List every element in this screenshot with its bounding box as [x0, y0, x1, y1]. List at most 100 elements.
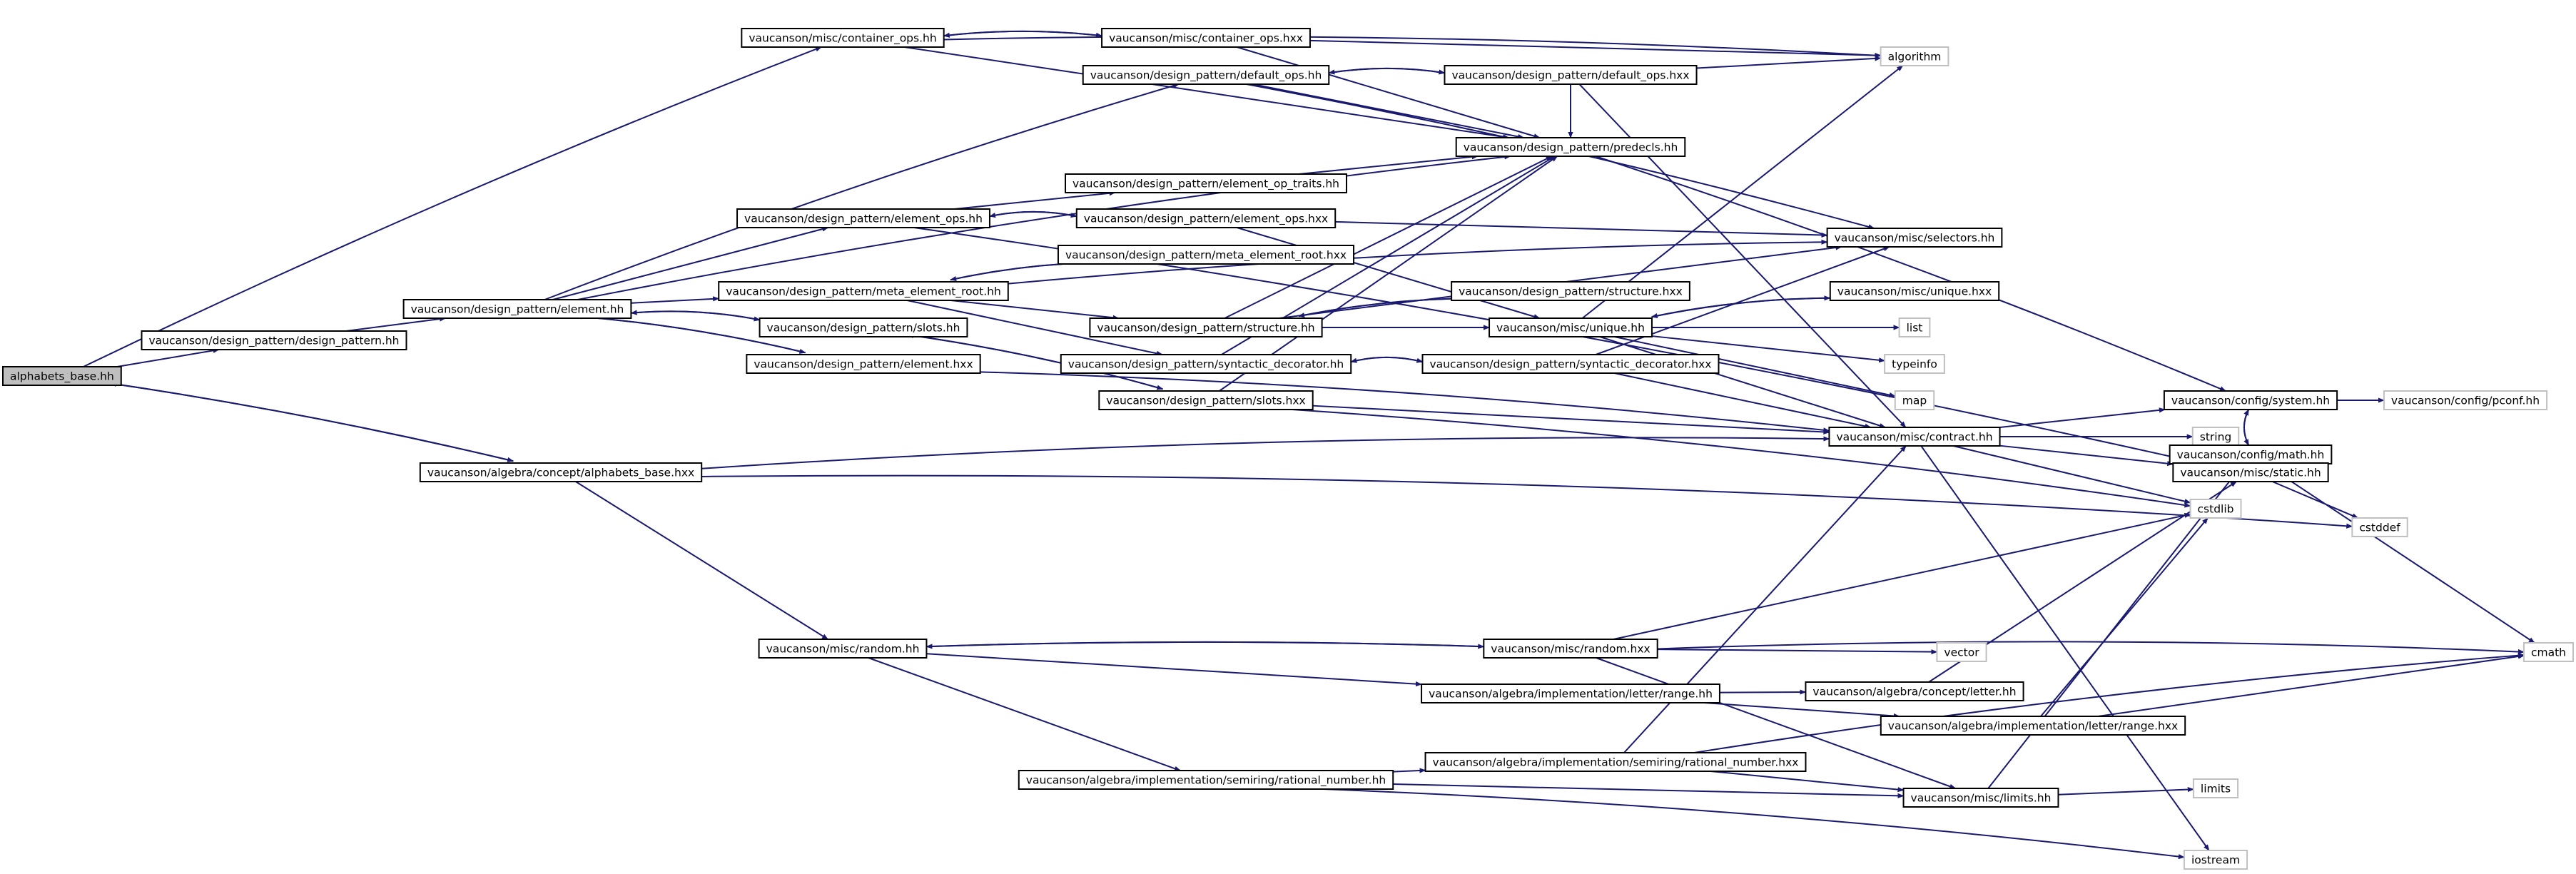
node-cstddef[interactable]: cstddef [2351, 517, 2408, 537]
node-pconf-hh[interactable]: vaucanson/config/pconf.hh [2383, 390, 2548, 410]
node-label: vaucanson/design_pattern/syntactic_decor… [1068, 358, 1344, 372]
node-element-op-traits-hh[interactable]: vaucanson/design_pattern/element_op_trai… [1064, 173, 1348, 193]
node-limits[interactable]: limits [2192, 778, 2239, 798]
node-element-hxx[interactable]: vaucanson/design_pattern/element.hxx [746, 354, 981, 374]
edge-element-ops-hxx-to-element-ops-hh [989, 210, 1077, 218]
node-box [1089, 317, 1323, 337]
node-random-hxx[interactable]: vaucanson/misc/random.hxx [1483, 639, 1658, 659]
edge-random-hxx-to-vector [1657, 649, 1938, 655]
node-structure-hxx[interactable]: vaucanson/design_pattern/structure.hxx [1451, 281, 1690, 301]
node-system-hh[interactable]: vaucanson/config/system.hh [2163, 390, 2338, 410]
node-rational-number-hxx[interactable]: vaucanson/algebra/implementation/semirin… [1424, 752, 1807, 772]
node-slots-hxx[interactable]: vaucanson/design_pattern/slots.hxx [1098, 390, 1314, 410]
edge-alphabets-base-hxx-to-alphabets-base-hh [109, 381, 514, 462]
edge-random-hxx-to-cstdlib [1613, 512, 2191, 640]
node-structure-hh[interactable]: vaucanson/design_pattern/structure.hh [1089, 317, 1323, 337]
node-label: vaucanson/config/math.hh [2177, 449, 2325, 462]
node-label: string [2200, 431, 2232, 444]
node-box [419, 462, 703, 482]
node-math-hh[interactable]: vaucanson/config/math.hh [2169, 444, 2333, 464]
node-letter-range-hh[interactable]: vaucanson/algebra/implementation/letter/… [1421, 684, 1720, 703]
node-list[interactable]: list [1898, 317, 1931, 337]
node-label: vaucanson/config/pconf.hh [2391, 395, 2540, 407]
node-box [1451, 281, 1690, 301]
node-box [1455, 137, 1686, 157]
node-string[interactable]: string [2191, 427, 2240, 447]
node-label: vaucanson/algebra/implementation/semirin… [1433, 756, 1799, 770]
edge-container-ops-hxx-to-predecls-hh [1237, 46, 1541, 139]
node-label: vector [1944, 646, 1979, 659]
node-box [1057, 245, 1355, 265]
node-rational-number-hh[interactable]: vaucanson/algebra/implementation/semirin… [1018, 770, 1394, 790]
node-element-ops-hxx[interactable]: vaucanson/design_pattern/element_ops.hxx [1075, 208, 1337, 228]
node-container-ops-hxx[interactable]: vaucanson/misc/container_ops.hxx [1101, 28, 1311, 48]
node-concept-letter-hh[interactable]: vaucanson/algebra/concept/letter.hh [1805, 681, 2024, 701]
edge-meta-element-root-hh-to-structure-hh [950, 300, 1120, 320]
node-syntactic-decorator-hh[interactable]: vaucanson/design_pattern/syntactic_decor… [1060, 354, 1352, 374]
node-typeinfo[interactable]: typeinfo [1884, 354, 1945, 374]
node-alphabets-base-hh[interactable]: alphabets_base.hh [2, 366, 122, 386]
node-default-ops-hxx[interactable]: vaucanson/design_pattern/default_ops.hxx [1444, 65, 1698, 85]
node-label: alphabets_base.hh [10, 370, 114, 384]
node-element-ops-hh[interactable]: vaucanson/design_pattern/element_ops.hh [736, 208, 990, 228]
edge-unique-hxx-to-unique-hh [1650, 297, 1830, 319]
node-box [746, 354, 981, 374]
node-label: vaucanson/design_pattern/syntactic_decor… [1430, 358, 1712, 372]
node-element-hh[interactable]: vaucanson/design_pattern/element.hh [402, 299, 632, 319]
node-label: vaucanson/algebra/concept/letter.hh [1812, 686, 2016, 698]
node-box [1898, 317, 1931, 337]
node-cstdlib[interactable]: cstdlib [2189, 499, 2242, 519]
edge-element-ops-hh-to-element-op-traits-hh [954, 190, 1116, 210]
node-box [1826, 228, 2003, 248]
node-label: vaucanson/algebra/implementation/letter/… [1888, 720, 2178, 733]
node-meta-element-root-hh[interactable]: vaucanson/design_pattern/meta_element_ro… [718, 281, 1009, 301]
node-meta-element-root-hxx[interactable]: vaucanson/design_pattern/meta_element_ro… [1057, 245, 1355, 265]
node-default-ops-hh[interactable]: vaucanson/design_pattern/default_ops.hh [1082, 65, 1330, 85]
node-alphabets-base-hxx[interactable]: vaucanson/algebra/concept/alphabets_base… [419, 462, 703, 482]
edge-element-op-traits-hh-to-predecls-hh [1299, 154, 1479, 175]
edge-rational-number-hxx-to-contract-hh [1623, 445, 1907, 753]
node-box [758, 639, 928, 659]
edge-element-hxx-to-element-hh [575, 314, 806, 354]
node-label: typeinfo [1892, 358, 1937, 371]
node-label: vaucanson/design_pattern/meta_element_ro… [726, 285, 1001, 299]
node-limits-hh[interactable]: vaucanson/misc/limits.hh [1902, 788, 2059, 808]
edge-random-hxx-to-random-hh [926, 641, 1484, 649]
node-vector[interactable]: vector [1936, 642, 1987, 662]
node-cmath[interactable]: cmath [2522, 642, 2574, 662]
node-box [736, 208, 990, 228]
edge-unique-hh-to-contract-hh [1599, 336, 1886, 428]
node-map[interactable]: map [1894, 390, 1935, 410]
node-container-ops-hh[interactable]: vaucanson/misc/container_ops.hh [741, 28, 945, 48]
node-predecls-hh[interactable]: vaucanson/design_pattern/predecls.hh [1455, 137, 1686, 157]
edge-element-hxx-to-contract-hh [980, 371, 1830, 433]
edge-container-ops-hh-to-predecls-hh [904, 46, 1510, 140]
node-syntactic-decorator-hxx[interactable]: vaucanson/design_pattern/syntactic_decor… [1421, 354, 1720, 374]
node-label: vaucanson/misc/static.hh [2180, 467, 2321, 479]
edge-rational-number-hh-to-iostream [1323, 788, 2185, 860]
node-label: vaucanson/design_pattern/meta_element_ro… [1065, 249, 1347, 263]
node-box [2183, 850, 2248, 870]
node-random-hh[interactable]: vaucanson/misc/random.hh [758, 639, 928, 659]
node-unique-hh[interactable]: vaucanson/misc/unique.hh [1489, 317, 1653, 337]
node-box [741, 28, 945, 48]
node-algorithm[interactable]: algorithm [1880, 46, 1949, 66]
node-box [2192, 778, 2239, 798]
node-iostream[interactable]: iostream [2183, 850, 2248, 870]
node-letter-range-hxx[interactable]: vaucanson/algebra/implementation/letter/… [1880, 716, 2186, 736]
node-label: vaucanson/design_pattern/element.hh [411, 303, 624, 317]
edge-default-ops-hxx-to-algorithm [1696, 56, 1882, 69]
node-label: vaucanson/misc/container_ops.hxx [1109, 32, 1303, 46]
node-label: vaucanson/design_pattern/predecls.hh [1464, 141, 1678, 155]
edge-slots-hh-to-element-hh [630, 310, 760, 321]
node-contract-hh[interactable]: vaucanson/misc/contract.hh [1828, 427, 2001, 447]
node-static-hh[interactable]: vaucanson/misc/static.hh [2172, 462, 2329, 482]
node-slots-hh[interactable]: vaucanson/design_pattern/slots.hh [759, 317, 968, 337]
node-box [2169, 444, 2333, 464]
node-selectors-hh[interactable]: vaucanson/misc/selectors.hh [1826, 228, 2003, 248]
node-design-pattern-hh[interactable]: vaucanson/design_pattern/design_pattern.… [141, 330, 407, 350]
edge-element-hh-to-element-ops-hh [552, 226, 829, 300]
edge-container-ops-hxx-to-algorithm [1309, 39, 1882, 59]
node-box [2522, 642, 2574, 662]
node-unique-hxx[interactable]: vaucanson/misc/unique.hxx [1829, 281, 2000, 301]
